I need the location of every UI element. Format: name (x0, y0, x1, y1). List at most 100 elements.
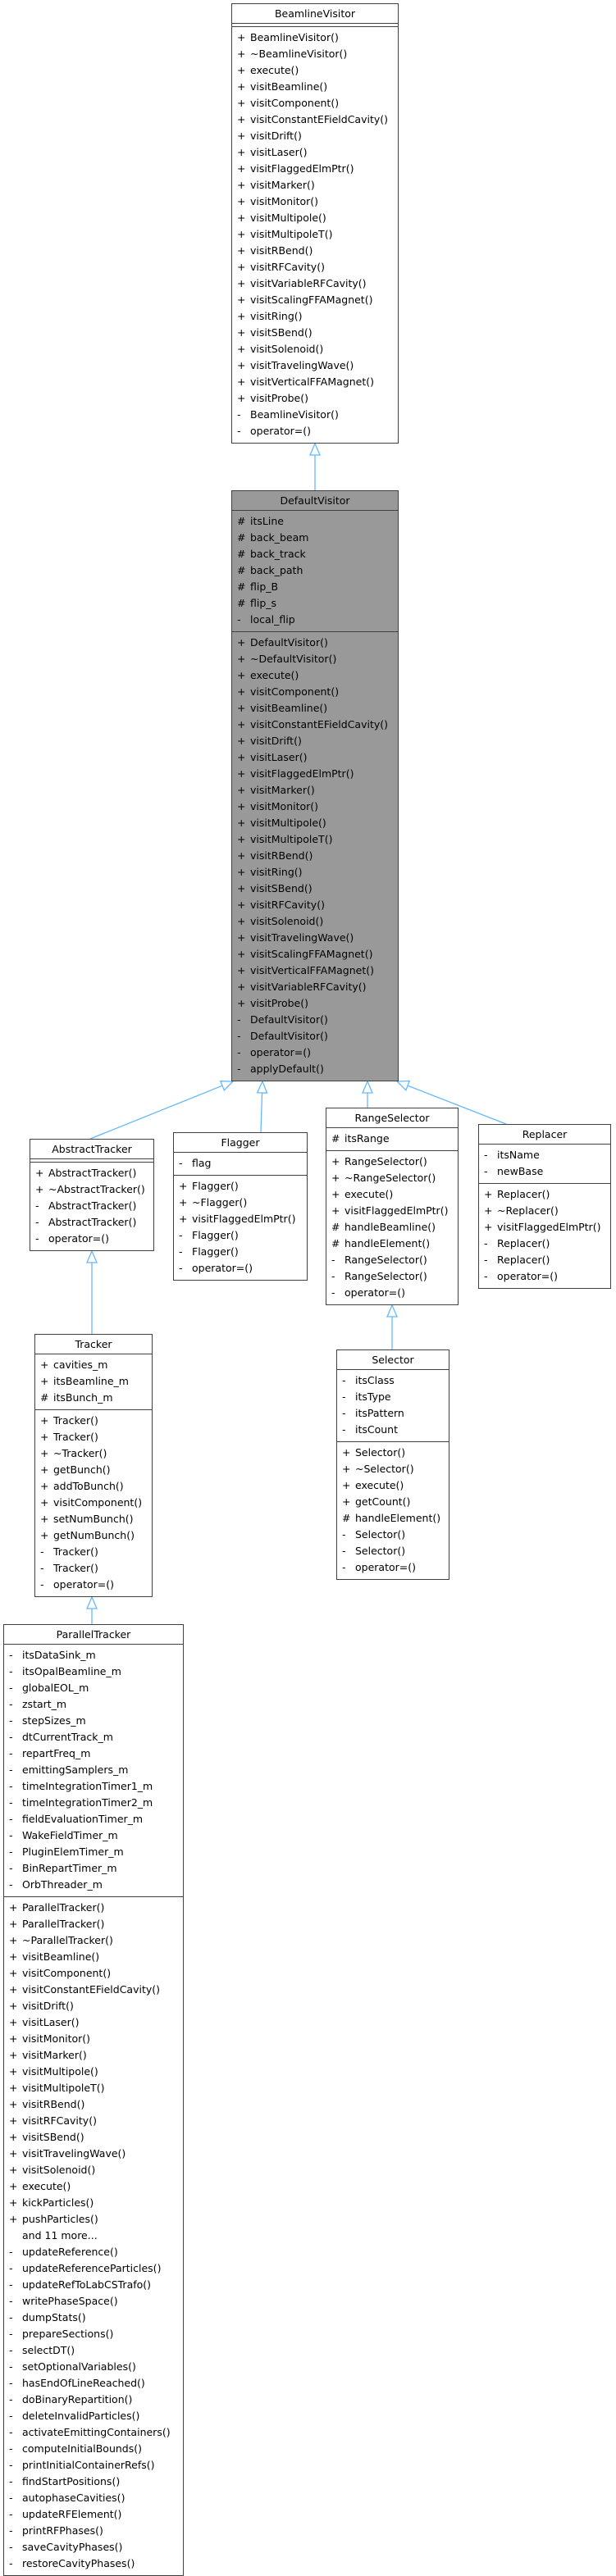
method[interactable]: +DefaultVisitor() (232, 635, 398, 651)
method[interactable]: -operator=() (479, 1268, 610, 1285)
method[interactable]: +getCount() (337, 1494, 449, 1510)
method[interactable]: +visitMonitor() (232, 193, 398, 210)
method[interactable]: #handleElement() (326, 1236, 458, 1252)
attribute[interactable]: -zstart_m (4, 1696, 183, 1713)
method[interactable]: +visitRing() (232, 864, 398, 881)
method[interactable]: +ParallelTracker() (4, 1916, 183, 1932)
method[interactable]: +visitSBend() (232, 325, 398, 341)
attribute[interactable]: -BinRepartTimer_m (4, 1860, 183, 1877)
method[interactable]: +visitConstantEFieldCavity() (232, 112, 398, 128)
method[interactable]: -Flagger() (174, 1244, 307, 1260)
method[interactable]: -deleteInvalidParticles() (4, 2408, 183, 2424)
method[interactable]: +visitMarker() (4, 2047, 183, 2064)
method[interactable]: -doBinaryRepartition() (4, 2392, 183, 2408)
method[interactable]: +visitFlaggedElmPtr() (479, 1219, 610, 1236)
attribute[interactable]: -timeIntegrationTimer2_m (4, 1795, 183, 1811)
attribute[interactable]: -OrbThreader_m (4, 1877, 183, 1893)
method[interactable]: and 11 more... (4, 2228, 183, 2244)
attribute[interactable]: -PluginElemTimer_m (4, 1844, 183, 1860)
method[interactable]: -updateRFElement() (4, 2506, 183, 2523)
method[interactable]: -restoreCavityPhases() (4, 2556, 183, 2572)
method[interactable]: +visitSBend() (4, 2129, 183, 2146)
method[interactable]: -DefaultVisitor() (232, 1012, 398, 1028)
attribute[interactable]: -itsCount (337, 1422, 449, 1438)
method[interactable]: +visitMultipoleT() (232, 831, 398, 848)
class-name[interactable]: AbstractTracker (30, 1140, 153, 1159)
attribute[interactable]: -itsOpalBeamline_m (4, 1663, 183, 1680)
method[interactable]: -dumpStats() (4, 2310, 183, 2326)
method[interactable]: +visitRBend() (232, 243, 398, 259)
method[interactable]: +addToBunch() (35, 1478, 152, 1495)
attribute[interactable]: -timeIntegrationTimer1_m (4, 1778, 183, 1795)
method[interactable]: +visitTravelingWave() (4, 2146, 183, 2162)
class-selector[interactable]: Selector-itsClass-itsType-itsPattern-its… (336, 1349, 449, 1580)
method[interactable]: +visitDrift() (4, 1998, 183, 2014)
attribute[interactable]: -flag (174, 1155, 307, 1172)
class-name[interactable]: RangeSelector (326, 1108, 458, 1128)
method[interactable]: +visitVerticalFFAMagnet() (232, 374, 398, 390)
method[interactable]: +visitTravelingWave() (232, 357, 398, 374)
method[interactable]: +visitMultipole() (232, 210, 398, 226)
method[interactable]: -Selector() (337, 1543, 449, 1559)
method[interactable]: -operator=() (30, 1231, 153, 1247)
class-beamline-visitor[interactable]: BeamlineVisitor+BeamlineVisitor()+~Beaml… (231, 3, 399, 444)
attribute[interactable]: -repartFreq_m (4, 1745, 183, 1762)
method[interactable]: +visitMonitor() (232, 799, 398, 815)
method[interactable]: -updateReference() (4, 2244, 183, 2260)
method[interactable]: +visitSolenoid() (232, 341, 398, 357)
method[interactable]: +visitMarker() (232, 177, 398, 193)
method[interactable]: +visitBeamline() (4, 1949, 183, 1965)
method[interactable]: +visitRFCavity() (232, 259, 398, 275)
attribute[interactable]: -local_flip (232, 612, 398, 628)
attribute[interactable]: #flip_s (232, 595, 398, 612)
method[interactable]: +visitRing() (232, 308, 398, 325)
method[interactable]: -applyDefault() (232, 1061, 398, 1077)
method[interactable]: -findStartPositions() (4, 2474, 183, 2490)
method[interactable]: +visitLaser() (232, 144, 398, 161)
method[interactable]: -operator=() (174, 1260, 307, 1277)
class-name[interactable]: Selector (337, 1350, 449, 1370)
attribute[interactable]: #itsLine (232, 513, 398, 530)
class-name[interactable]: DefaultVisitor (232, 491, 398, 511)
method[interactable]: +visitBeamline() (232, 700, 398, 717)
method[interactable]: #handleElement() (337, 1510, 449, 1527)
class-tracker[interactable]: Tracker+cavities_m+itsBeamline_m#itsBunc… (34, 1334, 153, 1597)
method[interactable]: +visitComponent() (232, 95, 398, 112)
method[interactable]: +~BeamlineVisitor() (232, 46, 398, 62)
method[interactable]: -Tracker() (35, 1560, 152, 1577)
method[interactable]: -printInitialContainerRefs() (4, 2457, 183, 2474)
method[interactable]: -Replacer() (479, 1236, 610, 1252)
method[interactable]: -operator=() (232, 1045, 398, 1061)
method[interactable]: -setOptionalVariables() (4, 2359, 183, 2375)
class-parallel-tracker[interactable]: ParallelTracker-itsDataSink_m-itsOpalBea… (3, 1624, 184, 2576)
method[interactable]: +visitComponent() (35, 1495, 152, 1511)
attribute[interactable]: +cavities_m (35, 1357, 152, 1373)
method[interactable]: -RangeSelector() (326, 1268, 458, 1285)
method[interactable]: +visitRFCavity() (232, 897, 398, 913)
method[interactable]: -AbstractTracker() (30, 1198, 153, 1214)
method[interactable]: -RangeSelector() (326, 1252, 458, 1268)
method[interactable]: -BeamlineVisitor() (232, 407, 398, 423)
method[interactable]: +getBunch() (35, 1462, 152, 1478)
method[interactable]: +visitProbe() (232, 390, 398, 407)
method[interactable]: -prepareSections() (4, 2326, 183, 2342)
method[interactable]: -operator=() (337, 1559, 449, 1576)
method[interactable]: +getNumBunch() (35, 1527, 152, 1544)
method[interactable]: +~Flagger() (174, 1195, 307, 1211)
method[interactable]: +~Tracker() (35, 1445, 152, 1462)
method[interactable]: +visitBeamline() (232, 79, 398, 95)
attribute[interactable]: -itsDataSink_m (4, 1647, 183, 1663)
class-range-selector[interactable]: RangeSelector#itsRange+RangeSelector()+~… (326, 1108, 459, 1305)
method[interactable]: -autophaseCavities() (4, 2490, 183, 2506)
attribute[interactable]: -itsClass (337, 1372, 449, 1389)
method[interactable]: -DefaultVisitor() (232, 1028, 398, 1045)
method[interactable]: +visitMonitor() (4, 2031, 183, 2047)
method[interactable]: +visitComponent() (4, 1965, 183, 1982)
method[interactable]: +visitFlaggedElmPtr() (232, 766, 398, 782)
method[interactable]: -Selector() (337, 1527, 449, 1543)
attribute[interactable]: -emittingSamplers_m (4, 1762, 183, 1778)
method[interactable]: +pushParticles() (4, 2211, 183, 2228)
method[interactable]: -updateReferenceParticles() (4, 2260, 183, 2277)
attribute[interactable]: #back_beam (232, 530, 398, 546)
method[interactable]: +~DefaultVisitor() (232, 651, 398, 667)
